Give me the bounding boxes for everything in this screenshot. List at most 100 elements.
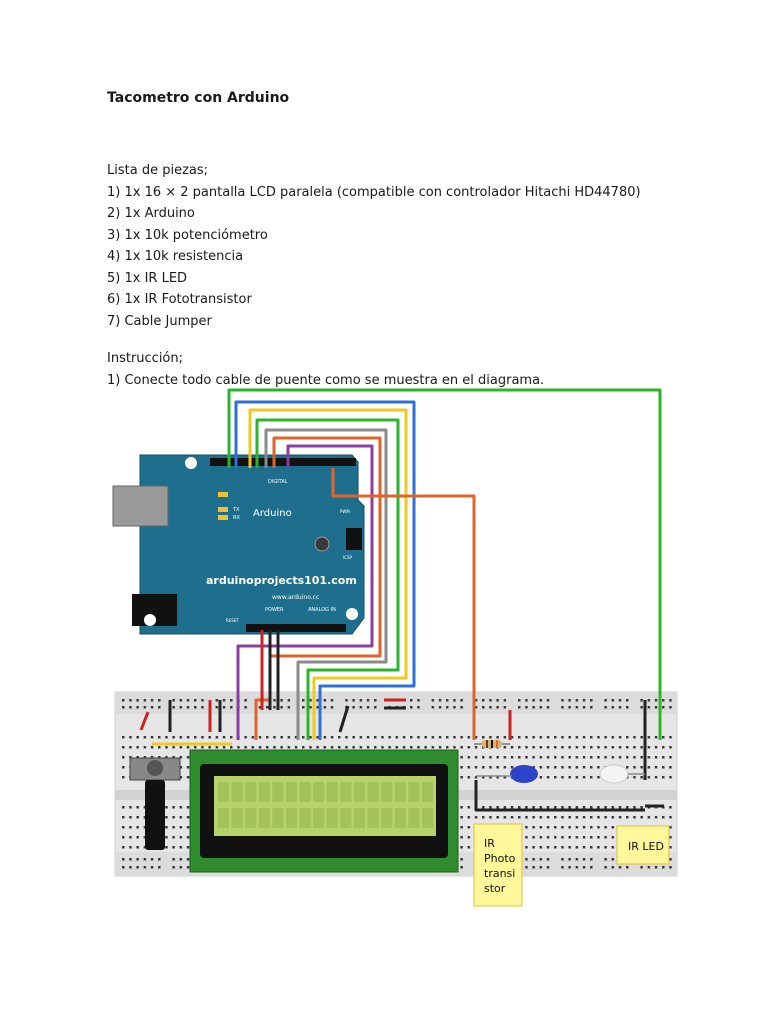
parts-item: 3) 1x 10k potenciómetro [107, 227, 268, 243]
breadboard-hole [611, 756, 615, 759]
breadboard-hole [474, 736, 478, 739]
lcd-character-cell [422, 808, 433, 828]
breadboard-hole [618, 756, 622, 759]
breadboard-hole [546, 836, 550, 839]
parts-item: 4) 1x 10k resistencia [107, 249, 244, 264]
breadboard-hole [158, 858, 161, 861]
lcd-character-cell [231, 808, 243, 828]
wire-purple [236, 444, 374, 740]
breadboard-hole [575, 736, 579, 739]
breadboard-hole [150, 699, 154, 702]
breadboard-hole [568, 858, 571, 861]
breadboard-hole [266, 736, 269, 739]
breadboard-hole [158, 866, 161, 869]
breadboard-hole [258, 746, 262, 749]
lcd-character-cell [381, 808, 393, 828]
breadboard-hole [467, 736, 471, 739]
breadboard-hole [460, 816, 463, 819]
breadboard-hole [647, 756, 651, 759]
breadboard-hole [561, 699, 564, 702]
breadboard-hole [438, 746, 442, 749]
breadboard-hole [359, 699, 363, 702]
breadboard-hole [561, 736, 564, 739]
breadboard-hole [575, 699, 579, 702]
breadboard-hole [186, 766, 190, 769]
breadboard-hole [186, 806, 190, 809]
breadboard-hole [143, 858, 147, 861]
breadboard-hole [230, 699, 233, 702]
breadboard-hole [647, 816, 651, 819]
parts-heading: Lista de piezas; [107, 163, 209, 178]
breadboard-hole [122, 756, 125, 759]
breadboard-hole [474, 766, 478, 769]
breadboard-hole [626, 816, 629, 819]
breadboard-hole [136, 836, 139, 839]
breadboard-hole [532, 806, 535, 809]
parts-list: Lista de piezas; 1) 1x 16 × 2 pantalla L… [107, 160, 641, 332]
breadboard-hole [590, 836, 593, 839]
breadboard-hole [611, 699, 615, 702]
wire-red-2 [139, 711, 150, 731]
breadboard-hole [539, 836, 543, 839]
breadboard-hole [287, 706, 291, 709]
power-label: POWER [265, 607, 284, 613]
breadboard-hole [467, 746, 471, 749]
breadboard-hole [489, 699, 492, 702]
breadboard-hole [604, 858, 607, 861]
breadboard-hole [474, 776, 478, 779]
breadboard-hole [604, 846, 607, 849]
breadboard-hole [460, 746, 463, 749]
breadboard-hole [460, 736, 463, 739]
breadboard-hole [626, 806, 629, 809]
breadboard-hole [647, 699, 651, 702]
lcd-character-cell [299, 808, 311, 828]
breadboard-hole [330, 699, 334, 702]
ir-photo-note: IR Photo transi stor [473, 823, 523, 907]
breadboard-hole [539, 866, 543, 869]
breadboard-hole [554, 776, 557, 779]
wire-black-5 [338, 705, 350, 733]
breadboard-hole [546, 746, 550, 749]
breadboard-hole [374, 736, 377, 739]
breadboard-hole [597, 846, 600, 849]
breadboard-hole [532, 766, 535, 769]
breadboard-hole [186, 756, 190, 759]
ir-led [599, 764, 645, 784]
breadboard-hole [129, 806, 132, 809]
parts-item: 7) Cable Jumper [107, 313, 212, 329]
breadboard-hole [654, 736, 658, 739]
breadboard-hole [417, 706, 420, 709]
arduino-board: Arduino arduinoprojects101.com www.ardui… [112, 454, 365, 635]
breadboard-hole [618, 866, 622, 869]
breadboard-hole [381, 736, 384, 739]
breadboard-hole [532, 866, 535, 869]
breadboard-hole [172, 846, 175, 849]
breadboard-hole [546, 699, 550, 702]
breadboard-hole [165, 816, 168, 819]
breadboard-hole [150, 706, 154, 709]
breadboard-hole [194, 746, 197, 749]
breadboard-hole [525, 846, 528, 849]
breadboard-hole [554, 746, 557, 749]
breadboard-hole [561, 858, 564, 861]
breadboard-hole [640, 806, 643, 809]
breadboard-hole [186, 858, 190, 861]
breadboard-hole [309, 699, 312, 702]
breadboard-hole [129, 846, 132, 849]
wire-green-2 [255, 418, 400, 740]
breadboard-hole [489, 776, 492, 779]
breadboard-hole [129, 826, 132, 829]
breadboard-hole [417, 736, 420, 739]
breadboard-hole [129, 756, 132, 759]
breadboard-hole [604, 866, 607, 869]
breadboard-hole [539, 806, 543, 809]
breadboard-hole [590, 756, 593, 759]
breadboard-hole [352, 706, 355, 709]
breadboard-hole [165, 806, 168, 809]
breadboard-hole [568, 746, 571, 749]
breadboard-hole [582, 806, 586, 809]
breadboard-hole [489, 706, 492, 709]
breadboard-hole [525, 746, 528, 749]
breadboard-hole [561, 806, 564, 809]
breadboard-hole [669, 866, 672, 869]
